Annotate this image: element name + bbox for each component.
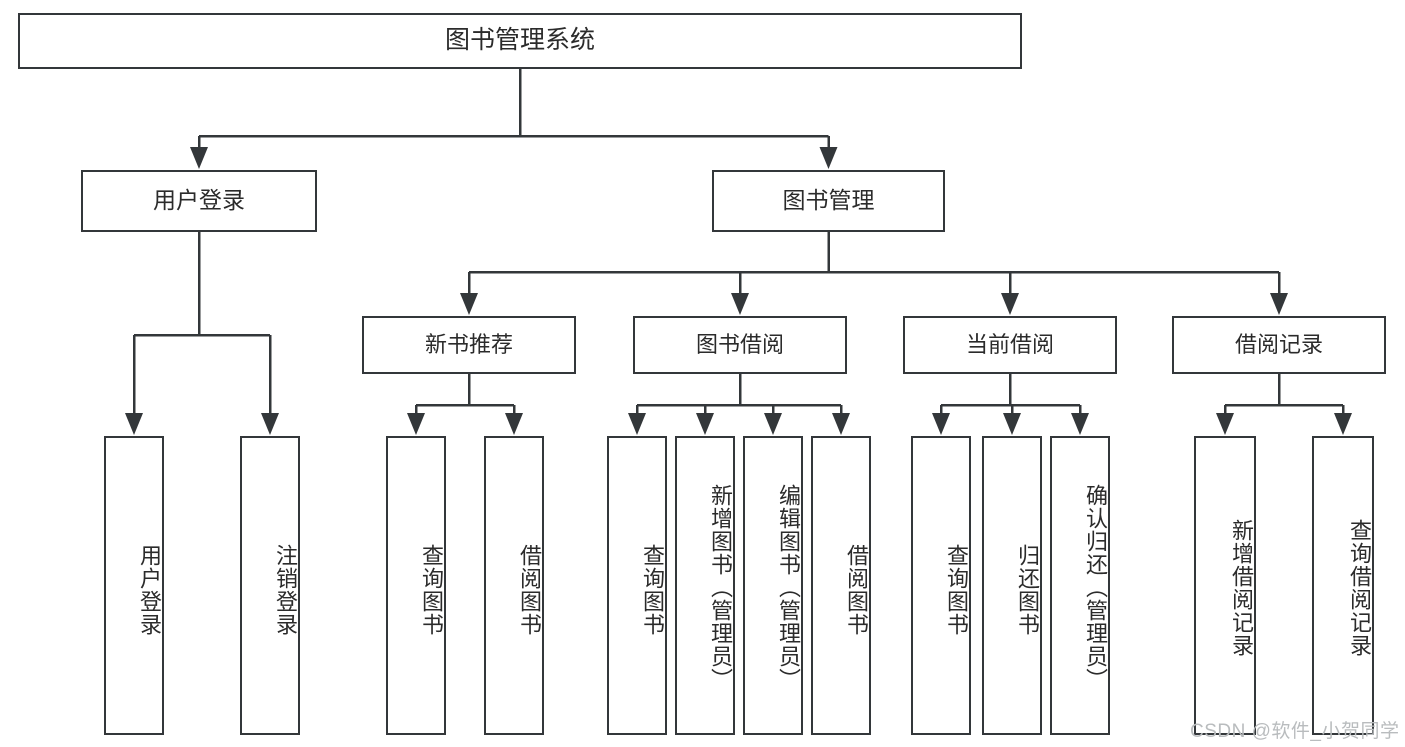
node-label: 借阅图书 xyxy=(844,543,869,636)
level3-node-图书借阅[interactable]: 图书借阅 xyxy=(633,316,847,374)
level2-node-图书管理[interactable]: 图书管理 xyxy=(712,170,945,232)
root-node-图书管理系统[interactable]: 图书管理系统 xyxy=(18,13,1022,69)
leaf-node-node-8-查询图书[interactable]: 查询图书 xyxy=(911,436,971,735)
node-label: 注销登录 xyxy=(273,543,298,636)
node-label: 用户登录 xyxy=(137,543,162,636)
node-label: 用户登录 xyxy=(153,187,245,214)
node-label: 借阅记录 xyxy=(1234,332,1323,358)
node-label: 查询借阅记录 xyxy=(1347,518,1372,657)
leaf-node-node-2-查询图书[interactable]: 查询图书 xyxy=(386,436,446,735)
level3-node-当前借阅[interactable]: 当前借阅 xyxy=(903,316,1117,374)
node-label: 归还图书 xyxy=(1015,543,1040,636)
level2-node-用户登录[interactable]: 用户登录 xyxy=(81,170,317,232)
leaf-node-node-12-查询借阅记录[interactable]: 查询借阅记录 xyxy=(1312,436,1374,735)
node-label: 确认归还（管理员） xyxy=(1083,484,1108,691)
node-label: 借阅图书 xyxy=(517,543,542,636)
level3-node-新书推荐[interactable]: 新书推荐 xyxy=(362,316,576,374)
node-label: 新增图书（管理员） xyxy=(708,484,733,691)
node-label: 新书推荐 xyxy=(424,332,513,358)
node-label: 查询图书 xyxy=(640,543,665,636)
leaf-node-node-4-查询图书[interactable]: 查询图书 xyxy=(607,436,667,735)
node-label: 编辑图书（管理员） xyxy=(776,484,801,691)
node-label: 图书借阅 xyxy=(695,332,784,358)
leaf-node-node-5-新增图书管理员[interactable]: 新增图书（管理员） xyxy=(675,436,735,735)
node-label: 查询图书 xyxy=(419,543,444,636)
node-label: 图书管理系统 xyxy=(444,26,595,55)
csdn-watermark: CSDN @软件_小贺同学 xyxy=(1190,721,1400,742)
leaf-node-node-10-确认归还管理员[interactable]: 确认归还（管理员） xyxy=(1050,436,1110,735)
leaf-node-node-9-归还图书[interactable]: 归还图书 xyxy=(982,436,1042,735)
leaf-node-node-7-借阅图书[interactable]: 借阅图书 xyxy=(811,436,871,735)
leaf-node-node-0-用户登录[interactable]: 用户登录 xyxy=(104,436,164,735)
leaf-node-node-3-借阅图书[interactable]: 借阅图书 xyxy=(484,436,544,735)
node-label: 图书管理 xyxy=(782,187,875,214)
leaf-node-node-6-编辑图书管理员[interactable]: 编辑图书（管理员） xyxy=(743,436,803,735)
leaf-node-node-1-注销登录[interactable]: 注销登录 xyxy=(240,436,300,735)
level3-node-借阅记录[interactable]: 借阅记录 xyxy=(1172,316,1386,374)
leaf-node-node-11-新增借阅记录[interactable]: 新增借阅记录 xyxy=(1194,436,1256,735)
node-label: 新增借阅记录 xyxy=(1229,518,1254,657)
node-label: 查询图书 xyxy=(944,543,969,636)
node-label: 当前借阅 xyxy=(965,332,1054,358)
